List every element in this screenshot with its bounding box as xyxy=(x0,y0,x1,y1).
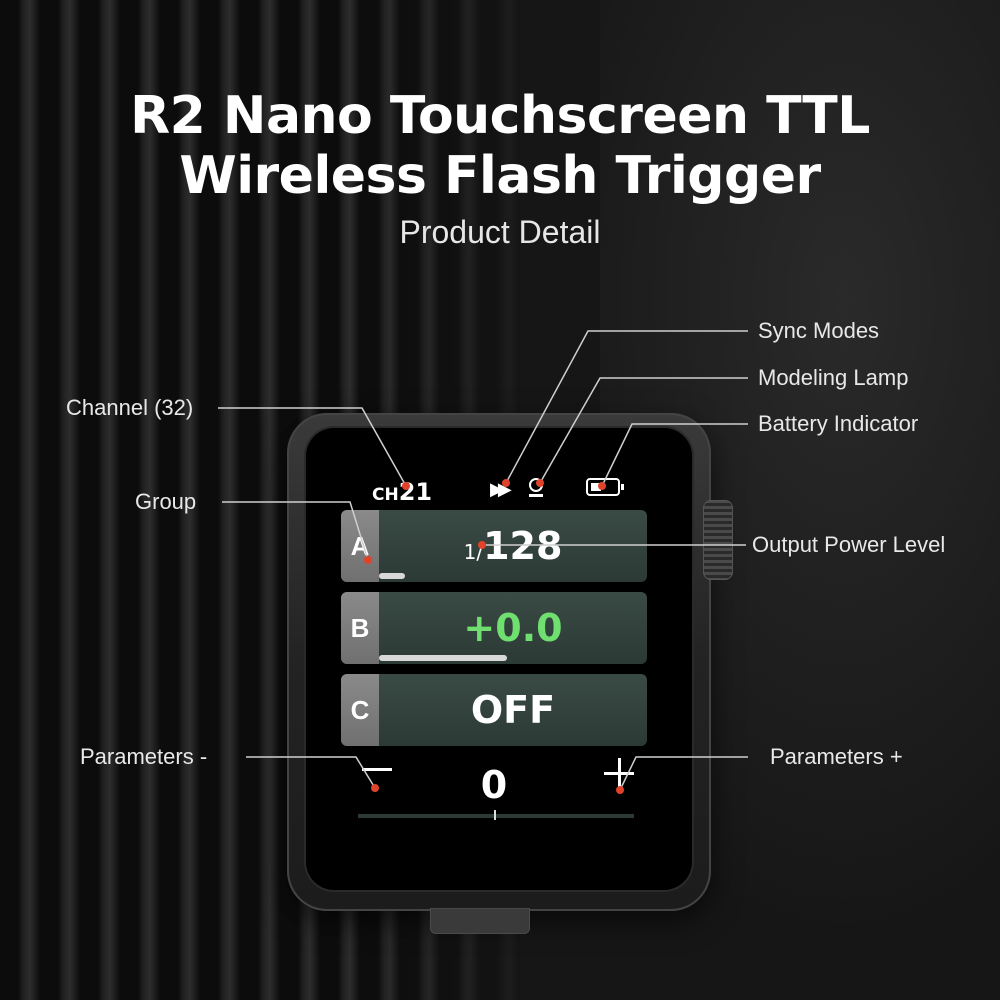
group-row-a[interactable]: A 1/128 xyxy=(341,510,647,582)
group-c-value: OFF xyxy=(470,688,556,732)
marker-params-minus xyxy=(371,784,379,792)
marker-params-plus xyxy=(616,786,624,794)
callout-parameters-plus: Parameters + xyxy=(770,744,903,769)
minus-icon[interactable] xyxy=(362,768,392,771)
group-a-power-bar[interactable] xyxy=(379,573,635,579)
channel-prefix: CH xyxy=(372,485,399,505)
callout-group: Group xyxy=(135,489,197,514)
subtitle: Product Detail xyxy=(399,214,601,250)
group-row-c[interactable]: C OFF xyxy=(341,674,647,746)
control-dial[interactable] xyxy=(703,500,733,580)
group-b-power-bar[interactable] xyxy=(379,655,635,661)
group-letter-c: C xyxy=(341,674,379,746)
callout-modeling-lamp: Modeling Lamp xyxy=(758,365,909,390)
group-b-value: +0.0 xyxy=(463,606,563,650)
parameter-tick xyxy=(494,810,496,820)
group-row-b[interactable]: B +0.0 xyxy=(341,592,647,664)
title-line-1: R2 Nano Touchscreen TTL xyxy=(130,86,870,146)
group-a-value: 128 xyxy=(483,524,563,568)
parameter-track[interactable] xyxy=(358,814,634,818)
touchscreen[interactable]: CH21 ▶▶ A 1/128 B +0.0 C OFF 0 xyxy=(306,428,692,890)
parameter-value: 0 xyxy=(480,763,508,807)
callout-battery-indicator: Battery Indicator xyxy=(758,411,919,436)
group-letter-b: B xyxy=(341,592,379,664)
channel-indicator[interactable]: CH21 xyxy=(372,478,432,506)
marker-battery xyxy=(598,482,606,490)
marker-sync-modes xyxy=(502,479,510,487)
plus-icon[interactable] xyxy=(604,758,634,788)
callout-sync-modes: Sync Modes xyxy=(758,318,880,343)
group-a-power-value: 1/128 xyxy=(379,510,647,582)
marker-modeling-lamp xyxy=(536,479,544,487)
title-line-2: Wireless Flash Trigger xyxy=(179,146,821,206)
callout-parameters-minus: Parameters - xyxy=(80,744,208,769)
hot-shoe-foot xyxy=(430,908,530,934)
callout-channel: Channel (32) xyxy=(66,395,194,420)
callout-output-power-level: Output Power Level xyxy=(752,532,946,557)
marker-output-power xyxy=(478,541,486,549)
marker-channel xyxy=(402,482,410,490)
group-a-bar-fill xyxy=(379,573,405,579)
group-b-bar-fill xyxy=(379,655,507,661)
group-letter-a: A xyxy=(341,510,379,582)
marker-group xyxy=(364,556,372,564)
